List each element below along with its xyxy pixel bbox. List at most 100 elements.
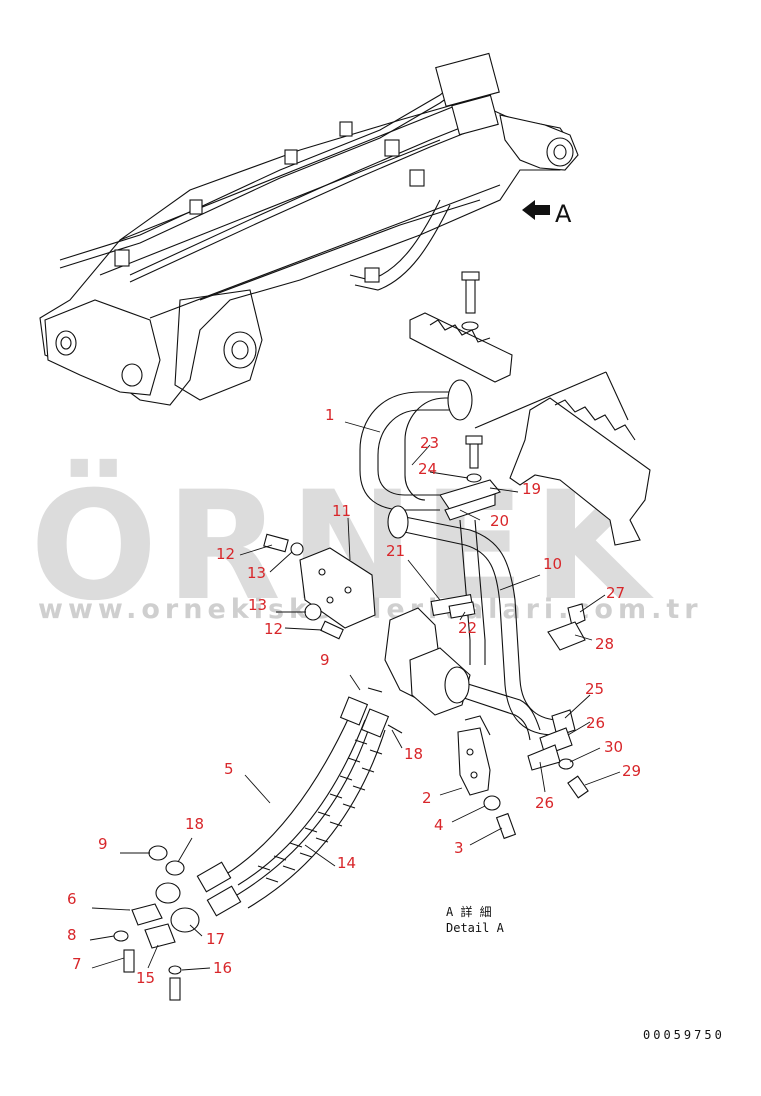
detail-upper [359, 271, 651, 741]
callout-9-mid: 9 [320, 651, 330, 669]
split-flange-15 [144, 923, 176, 949]
callout-8: 8 [67, 926, 77, 944]
pipe-10-b [394, 529, 556, 736]
flange-mid-left [387, 505, 409, 539]
callout-18-lower: 18 [185, 815, 204, 833]
callout-14: 14 [337, 854, 356, 872]
leader-lines [89, 421, 621, 971]
boom-mid-edge [99, 139, 441, 276]
callout-20: 20 [490, 512, 509, 530]
top-bolt-head [461, 271, 480, 281]
view-marker: A [555, 200, 572, 228]
boom-clamp-4 [189, 199, 203, 215]
boom-bottom-rail [199, 199, 481, 301]
washer-16 [168, 965, 182, 975]
callout-5: 5 [224, 760, 234, 778]
boom-assembly: A [39, 52, 579, 406]
bolt-23-head [465, 435, 483, 445]
callout-30: 30 [604, 738, 623, 756]
clamp-block-20 [444, 493, 496, 521]
leader-bracket-b [605, 371, 629, 421]
boom-pipe-c [129, 119, 481, 276]
hose-5-fitting-top [339, 696, 369, 726]
callout-12-lower: 12 [264, 620, 283, 638]
washer-8 [113, 930, 129, 942]
boom-valve-block [435, 52, 500, 107]
boom-foot-pin-left-inner [60, 336, 72, 350]
detail-middle [263, 533, 589, 840]
detail-caption-jp: A 詳 細 [446, 904, 492, 919]
callout-19: 19 [522, 480, 541, 498]
boom-mid-pin [223, 331, 257, 369]
oring-18 [165, 860, 185, 876]
right-bracket [509, 397, 651, 546]
boom-clamp-5 [114, 249, 130, 267]
oring-9 [148, 845, 168, 861]
boom-tip-pin-inner [553, 144, 567, 160]
bracket-2-hole-2 [470, 771, 478, 779]
washer-4 [483, 795, 501, 811]
hose-14-outer [231, 724, 371, 899]
pipe-lower-b [454, 694, 531, 741]
callout-16: 16 [213, 959, 232, 977]
boom-clamp-6 [409, 169, 425, 187]
top-clamp-plate [409, 312, 513, 383]
callout-10: 10 [543, 555, 562, 573]
pin-9 [367, 687, 383, 693]
callout-11: 11 [332, 502, 351, 520]
bracket-2-hole-1 [466, 748, 474, 756]
pipe-23-outer [404, 397, 470, 501]
boom-foot-pin-right [121, 363, 143, 387]
bracket-11-hole-2 [344, 586, 352, 594]
top-washer [461, 321, 479, 331]
callout-15: 15 [136, 969, 155, 987]
callout-25: 25 [585, 680, 604, 698]
pipe-10-a [394, 514, 561, 721]
boom-clamp-1 [284, 149, 298, 165]
captions: A 詳 細 Detail A 00059750 [446, 904, 725, 1042]
callout-12-top: 12 [216, 545, 235, 563]
oring-18-upper [387, 724, 403, 734]
split-flange-6 [131, 903, 163, 926]
callout-17: 17 [206, 930, 225, 948]
bolt-3 [495, 812, 517, 840]
callout-13-top: 13 [247, 564, 266, 582]
clamp-25 [551, 709, 576, 737]
pipe-flange-top [447, 379, 473, 421]
hose-14-fitting-bottom [206, 885, 242, 917]
callout-2: 2 [422, 789, 432, 807]
bolt-29 [567, 775, 589, 799]
callout-18-mid: 18 [404, 745, 423, 763]
callout-29: 29 [622, 762, 641, 780]
callout-9-lower: 9 [98, 835, 108, 853]
boom-tip-pin [546, 137, 574, 167]
right-bracket-teeth [554, 399, 636, 441]
flange-bottom-lower [170, 907, 200, 933]
callouts: 1 2 3 4 5 6 7 8 9 9 10 11 12 12 13 13 14… [67, 406, 641, 987]
bracket-11-hole-1 [318, 568, 326, 576]
top-bolt [465, 274, 476, 314]
flange-bottom-upper [155, 882, 181, 904]
boom-foot-pin-left [55, 330, 77, 356]
callout-26-upper: 26 [586, 714, 605, 732]
callout-23: 23 [420, 434, 439, 452]
hose-hatch [257, 739, 383, 883]
callout-24: 24 [418, 460, 437, 478]
callout-7: 7 [72, 955, 82, 973]
callout-21: 21 [386, 542, 405, 560]
leader-bracket-a [474, 371, 607, 429]
callout-22: 22 [458, 619, 477, 637]
boom-clamp-7 [364, 267, 380, 283]
bolt-9-mid [320, 620, 344, 640]
washer-30 [558, 758, 574, 770]
callout-4: 4 [434, 816, 444, 834]
callout-27: 27 [606, 584, 625, 602]
drawing-number: 00059750 [643, 1028, 725, 1042]
boom-pipe-d [129, 126, 481, 283]
washer-13-lower [304, 603, 322, 621]
hose-5-inner [237, 719, 366, 886]
bracket-2 [457, 727, 491, 796]
hose-14-inner [247, 729, 386, 909]
callout-13-lower: 13 [248, 596, 267, 614]
